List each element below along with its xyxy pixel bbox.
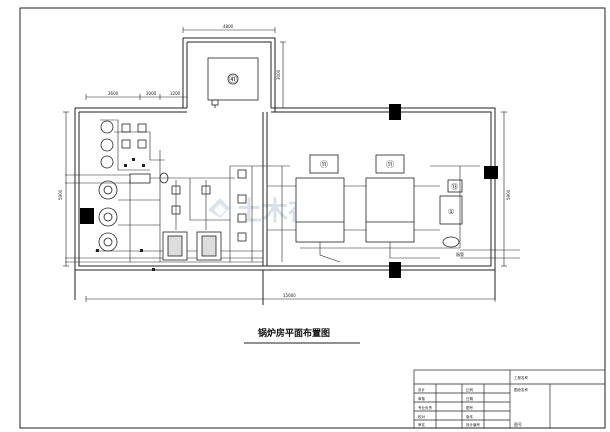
column-left <box>80 208 94 224</box>
dimension-lines <box>63 27 507 302</box>
boiler-pipework <box>267 165 520 263</box>
flue-label: 烟管 <box>456 251 464 257</box>
dim-left-c: 1200 <box>170 91 181 96</box>
tb-left-3: 校对 <box>418 414 426 419</box>
tb-drawing-name: 图纸名称 <box>514 387 528 392</box>
boiler-1 <box>295 154 345 243</box>
tb-left-2: 专业负责 <box>418 405 432 410</box>
dim-top-width: 4800 <box>223 24 234 29</box>
tb-left-1: 审核 <box>418 396 426 401</box>
dim-left-a: 2600 <box>108 91 119 96</box>
tb-sheet-no: 图号 <box>514 421 522 427</box>
tb-right-4: 设计编号 <box>466 422 480 427</box>
drawing-title: 锅炉房平面布置图 <box>257 327 330 339</box>
tb-left-4: 审定 <box>418 422 426 427</box>
boiler-1-tag: ⑪ <box>320 160 328 169</box>
dim-right-height: 5900 <box>506 189 511 200</box>
unit-cell-tag: ① <box>448 208 454 216</box>
middle-pipework <box>175 165 290 262</box>
left-small-fittings <box>96 158 155 271</box>
tb-right-0: 比例 <box>466 387 474 392</box>
column-bottom <box>389 262 401 278</box>
tb-right-3: 版本 <box>466 414 474 419</box>
dim-bottom-width: 15600 <box>283 293 296 298</box>
dim-left-height: 5900 <box>58 189 63 200</box>
tb-project-name: 工程名称 <box>514 375 528 380</box>
watermark-logo-icon <box>208 198 230 218</box>
wall-columns <box>80 104 498 278</box>
boiler-2 <box>365 154 415 243</box>
dim-top-height: 3000 <box>276 69 281 80</box>
column-top <box>389 104 401 120</box>
building-walls <box>74 37 496 305</box>
tb-left-0: 设计 <box>418 387 426 392</box>
tb-right-1: 日期 <box>466 396 474 401</box>
left-equipment <box>98 120 169 252</box>
tb-right-2: 图号 <box>466 405 474 410</box>
boiler-2-tag: ⑪ <box>386 160 394 169</box>
middle-equipment <box>162 169 247 261</box>
right-unit <box>439 179 463 248</box>
column-right <box>484 166 498 179</box>
unit-right-tag: ⑬ <box>451 183 458 191</box>
drawing-frame <box>19 7 606 429</box>
dim-left-b: 3000 <box>146 91 157 96</box>
tank-tag: ㊶ <box>229 75 237 84</box>
title-block <box>413 369 606 429</box>
water-tank <box>207 57 259 108</box>
